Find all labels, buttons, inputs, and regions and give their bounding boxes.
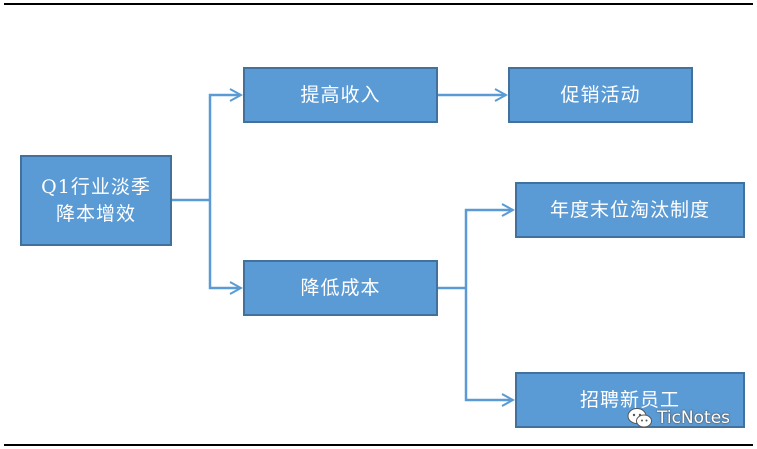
node-promotion-label: 促销活动 <box>560 83 641 106</box>
top-rule <box>4 3 753 5</box>
watermark-text: TicNotes <box>657 408 731 428</box>
wechat-icon <box>627 407 653 429</box>
node-reduce-cost-label: 降低成本 <box>300 276 381 299</box>
node-elimination: 年度末位淘汰制度 <box>515 182 745 238</box>
bottom-rule <box>4 444 753 446</box>
node-reduce-cost: 降低成本 <box>243 260 438 316</box>
node-increase-revenue: 提高收入 <box>243 67 438 123</box>
connector-root-to-cost <box>208 200 241 288</box>
node-root-line2: 降本增效 <box>55 202 136 225</box>
connector-root-to-revenue <box>208 95 241 200</box>
node-hiring-label: 招聘新员工 <box>579 388 680 411</box>
node-elimination-label: 年度末位淘汰制度 <box>549 198 710 221</box>
connector-cost-to-elimination <box>464 210 513 288</box>
node-root: Q1行业淡季 降本增效 <box>20 155 172 246</box>
node-promotion: 促销活动 <box>508 67 693 123</box>
connector-cost-to-hiring <box>464 288 513 400</box>
watermark: TicNotes <box>627 404 730 432</box>
node-root-line1: Q1行业淡季 <box>41 175 151 198</box>
node-increase-revenue-label: 提高收入 <box>300 83 381 106</box>
